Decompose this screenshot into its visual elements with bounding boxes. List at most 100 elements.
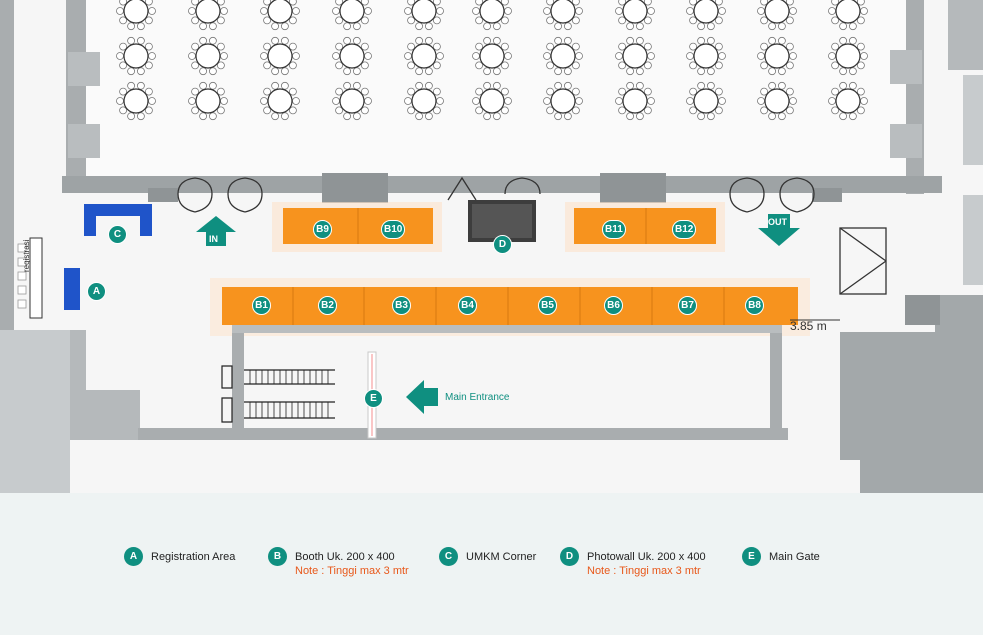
- round-table: [686, 81, 726, 121]
- partition-stub-2: [812, 188, 842, 202]
- main-entrance-arrow: [406, 380, 438, 414]
- round-table: [188, 0, 228, 31]
- legend-dot-d: D: [560, 547, 579, 566]
- round-table: [116, 81, 156, 121]
- escalator-steps: [249, 370, 329, 418]
- round-table: [757, 81, 797, 121]
- lower-right-step: [905, 295, 940, 325]
- round-table: [757, 36, 797, 76]
- round-table: [260, 36, 300, 76]
- legend-dot-c: C: [439, 547, 458, 566]
- left-hall-wall: [66, 0, 86, 186]
- round-table: [543, 36, 583, 76]
- round-table: [686, 36, 726, 76]
- booth-label-b10: B10: [381, 220, 406, 239]
- photowall-inner: [472, 204, 532, 238]
- booth-label-b6: B6: [604, 296, 623, 315]
- round-table: [116, 36, 156, 76]
- in-label: IN: [209, 234, 218, 244]
- in-arrow: [196, 216, 236, 246]
- legend-label-a: Registration Area: [151, 551, 236, 563]
- round-table: [543, 0, 583, 31]
- round-table: [686, 0, 726, 31]
- right-hall-wall: [906, 0, 924, 194]
- round-table: [828, 0, 868, 31]
- booth-label-b7: B7: [678, 296, 697, 315]
- booth-label-b3: B3: [392, 296, 411, 315]
- legend-label-e: Main Gate: [769, 551, 820, 563]
- round-table: [828, 81, 868, 121]
- legend-item-b: B Booth Uk. 200 x 400 Note : Tinggi max …: [268, 547, 409, 578]
- partition-stub: [148, 188, 178, 202]
- elevator: [839, 227, 887, 295]
- round-table: [332, 81, 372, 121]
- lower-left-structure: [0, 330, 70, 493]
- legend-item-c: C UMKM Corner: [439, 547, 536, 566]
- round-table: [116, 0, 156, 31]
- round-table: [615, 36, 655, 76]
- booth-label-b1: B1: [252, 296, 271, 315]
- center-left-pillar: [322, 173, 388, 203]
- round-table: [543, 81, 583, 121]
- left-pillar-2: [68, 124, 100, 158]
- booth-label-b9: B9: [313, 220, 332, 239]
- marker-c: C: [108, 225, 127, 244]
- dimension-label: 3.85 m: [790, 319, 827, 333]
- corridor-top-wall: [232, 325, 782, 333]
- corridor-right-wall: [770, 325, 782, 437]
- umkm-counter-top: [84, 204, 152, 216]
- round-table: [615, 81, 655, 121]
- right-pillar-1: [890, 50, 922, 84]
- umkm-counter-left: [84, 204, 96, 236]
- legend: A Registration Area B Booth Uk. 200 x 40…: [0, 493, 983, 635]
- lower-left-corner: [70, 330, 140, 440]
- floor-plan-drawing: [0, 0, 983, 493]
- umkm-counter-right: [140, 204, 152, 236]
- round-table: [615, 0, 655, 31]
- marker-d: D: [493, 235, 512, 254]
- marker-a: A: [87, 282, 106, 301]
- partition-wall: [62, 176, 942, 193]
- round-table: [404, 81, 444, 121]
- booth-label-b12: B12: [672, 220, 697, 239]
- left-outer-wall: [0, 0, 14, 337]
- round-table: [188, 36, 228, 76]
- legend-dot-a: A: [124, 547, 143, 566]
- legend-dot-e: E: [742, 547, 761, 566]
- registration-counter: [64, 268, 80, 310]
- floor-plan: C A D E B9 B10 B11 B12 B1 B2 B3 B4 B5 B6…: [0, 0, 983, 493]
- legend-item-a: A Registration Area: [124, 547, 235, 566]
- round-table: [332, 36, 372, 76]
- out-label: OUT: [768, 217, 787, 227]
- round-tables: [116, 0, 868, 121]
- booth-label-b4: B4: [458, 296, 477, 315]
- round-table: [472, 36, 512, 76]
- legend-label-d: Photowall Uk. 200 x 400: [587, 551, 706, 563]
- left-pillar-1: [68, 52, 100, 86]
- right-side-block-2: [963, 195, 983, 285]
- round-table: [472, 0, 512, 31]
- round-table: [188, 81, 228, 121]
- registration-wall-label: registrasi: [22, 239, 31, 272]
- out-arrow: [758, 214, 800, 246]
- booth-label-b8: B8: [745, 296, 764, 315]
- round-table: [332, 0, 372, 31]
- corridor-left-wall: [232, 325, 244, 437]
- legend-dot-b: B: [268, 547, 287, 566]
- legend-note-d: Note : Tinggi max 3 mtr: [587, 565, 701, 577]
- booth-row-dividers: [292, 287, 725, 325]
- round-table: [404, 36, 444, 76]
- legend-label-c: UMKM Corner: [466, 551, 537, 563]
- registration-wall: [29, 237, 43, 319]
- booth-label-b2: B2: [318, 296, 337, 315]
- legend-item-d: D Photowall Uk. 200 x 400 Note : Tinggi …: [560, 547, 706, 578]
- booth-label-b5: B5: [538, 296, 557, 315]
- right-side-block: [963, 75, 983, 165]
- round-table: [757, 0, 797, 31]
- booth-row-b1-b8: [222, 287, 798, 325]
- legend-note-b: Note : Tinggi max 3 mtr: [295, 565, 409, 577]
- lower-right-structure: [840, 295, 983, 493]
- escalators: [221, 365, 335, 423]
- marker-e: E: [364, 389, 383, 408]
